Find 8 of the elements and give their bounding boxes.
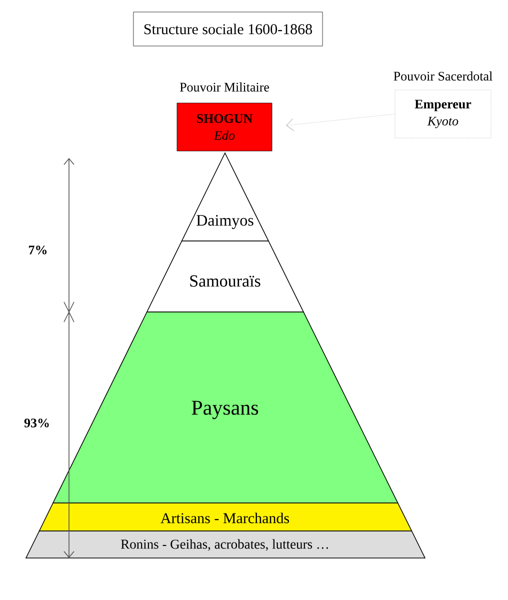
power-box: SHOGUN Edo: [176, 102, 272, 152]
arrow: [286, 114, 395, 131]
pyramid-layer: Artisans - Marchands: [38, 502, 412, 532]
percentage-label: 7%: [28, 246, 47, 254]
heading: Pouvoir Militaire: [180, 82, 269, 92]
heading: Pouvoir Sacerdotal: [394, 71, 492, 81]
title-box: Structure sociale 1600-1868: [133, 12, 323, 46]
power-box: Empereur Kyoto: [394, 90, 492, 138]
